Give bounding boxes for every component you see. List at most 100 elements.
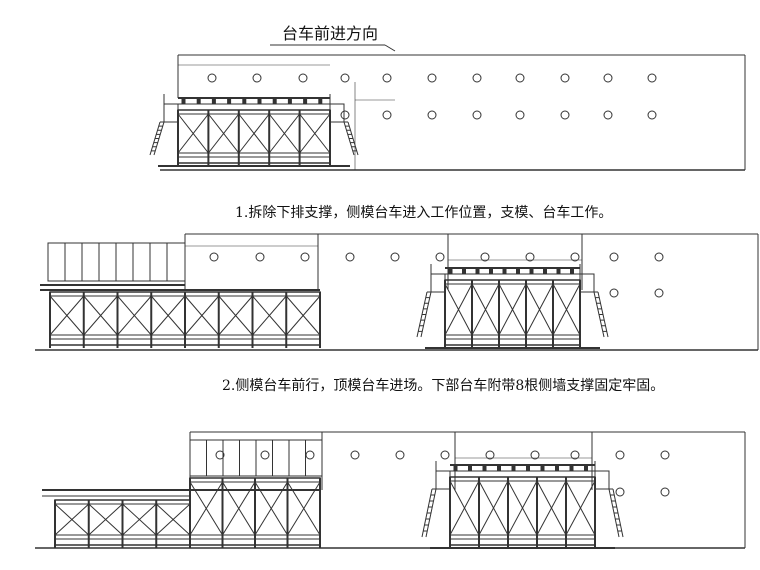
line (449, 480, 480, 536)
side-platform (163, 103, 179, 123)
line (150, 295, 186, 336)
side-form-trolley-2 (416, 264, 609, 349)
top-bracket (453, 465, 458, 472)
line (189, 481, 223, 536)
anchor-hole (472, 110, 482, 120)
line (565, 480, 596, 536)
anchor-hole (252, 73, 262, 83)
line (287, 481, 321, 536)
top-bracket (462, 268, 466, 275)
top-bracket (287, 98, 292, 105)
side-platform (430, 273, 446, 293)
top-bracket (489, 268, 493, 275)
anchor-hole (215, 450, 225, 460)
anchor-hole (440, 450, 450, 460)
top-bracket (540, 465, 545, 472)
top-bracket (569, 465, 574, 472)
top-bracket (497, 465, 501, 472)
anchor-hole (472, 73, 482, 83)
side-form-trolley-3 (421, 461, 624, 549)
anchor-hole (345, 252, 355, 262)
side-platform (594, 470, 610, 490)
line (536, 480, 567, 536)
top-bracket (181, 98, 186, 105)
top-bracket (242, 98, 247, 105)
top-bracket (502, 268, 507, 275)
anchor-hole (647, 73, 657, 83)
anchor-hole (615, 487, 625, 497)
anchor-hole (603, 73, 613, 83)
anchor-hole (382, 73, 392, 83)
line (184, 295, 220, 336)
anchor-hole (305, 450, 315, 460)
anchor-hole (340, 73, 350, 83)
line (552, 283, 581, 336)
top-bracket (511, 465, 516, 472)
anchor-hole (209, 252, 219, 262)
anchor-hole (485, 450, 495, 460)
line (83, 295, 118, 336)
top-bracket (468, 465, 472, 472)
top-bracket (303, 98, 308, 105)
line (117, 295, 152, 336)
line (88, 503, 123, 536)
anchor-hole (298, 73, 308, 83)
top-form-trolley-2 (40, 242, 321, 348)
step-1-caption: 1.拆除下排支撑，侧模台车进入工作位置，支模、台车工作。 (235, 205, 613, 221)
anchor-hole (609, 288, 619, 298)
top-bracket (556, 268, 561, 275)
anchor-hole (654, 252, 664, 262)
top-bracket (529, 268, 534, 275)
anchor-hole (395, 450, 405, 460)
anchor-hole (654, 288, 664, 298)
top-bracket (516, 268, 520, 275)
anchor-hole (660, 450, 670, 460)
anchor-hole (427, 110, 437, 120)
anchor-hole (255, 252, 265, 262)
anchor-hole (570, 450, 580, 460)
anchor-hole (570, 252, 580, 262)
line (268, 113, 300, 154)
truss-frame (177, 109, 331, 164)
side-form-trolley-1 (149, 94, 359, 167)
line (218, 295, 253, 336)
anchor-hole (603, 110, 613, 120)
top-bracket (584, 465, 588, 472)
line (238, 113, 270, 154)
line (49, 295, 85, 336)
anchor-hole (609, 252, 619, 262)
line (254, 481, 288, 536)
top-bracket (196, 98, 201, 105)
top-bracket (318, 98, 323, 105)
anchor-hole (427, 73, 437, 83)
top-bracket (482, 465, 487, 472)
anchor-hole (515, 73, 525, 83)
line (384, 44, 396, 52)
anchor-hole (207, 73, 217, 83)
anchor-hole (525, 252, 535, 262)
panel-2-wall (35, 233, 759, 351)
top-bracket (570, 268, 574, 275)
side-platform (329, 103, 345, 123)
anchor-hole (530, 450, 540, 460)
top-bracket (448, 268, 453, 275)
line (444, 283, 473, 336)
line (498, 283, 527, 336)
step-2-caption: 2.侧模台车前行，顶模台车进场。下部台车附带8根侧墙支撑固定牢固。 (222, 378, 665, 394)
anchor-hole (560, 73, 570, 83)
top-bracket (475, 268, 480, 275)
side-platform (579, 273, 595, 293)
anchor-hole (340, 110, 350, 120)
anchor-hole (382, 110, 392, 120)
anchor-hole (560, 110, 570, 120)
top-bracket (543, 268, 547, 275)
line (471, 283, 500, 336)
anchor-hole (435, 252, 445, 262)
line (285, 295, 321, 336)
top-bracket (526, 465, 530, 472)
line (252, 295, 287, 336)
travel-direction-label: 台车前进方向 (282, 24, 379, 43)
top-bracket (555, 465, 559, 472)
line (478, 480, 509, 536)
